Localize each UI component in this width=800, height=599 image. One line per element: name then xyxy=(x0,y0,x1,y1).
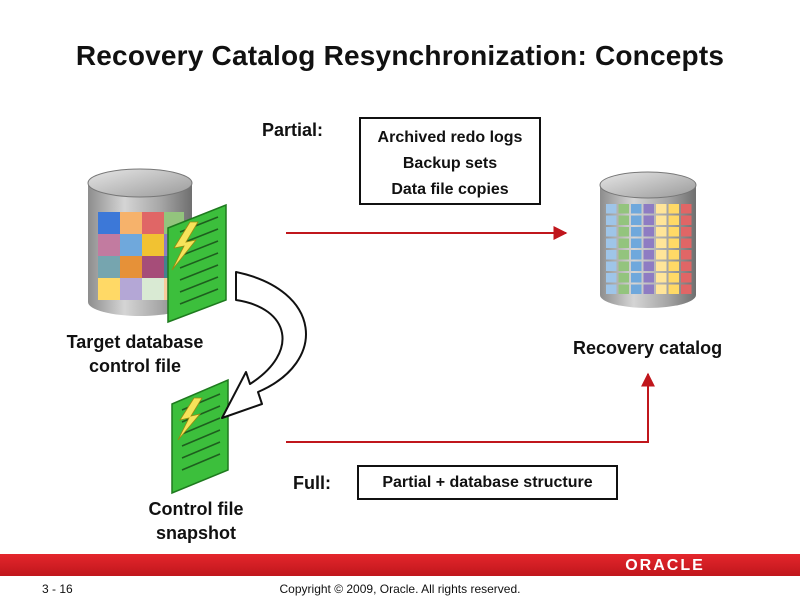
grid-cell xyxy=(681,238,692,248)
grid-cell xyxy=(656,284,667,294)
recovery-catalog-icon xyxy=(599,171,697,308)
grid-cell xyxy=(631,227,642,237)
grid-cell xyxy=(668,215,679,225)
grid-cell xyxy=(681,227,692,237)
grid-cell xyxy=(606,250,617,260)
recovery-catalog-label: Recovery catalog xyxy=(573,338,723,358)
grid-cell xyxy=(643,261,654,271)
full-label: Full: xyxy=(293,473,331,493)
grid-cell xyxy=(631,204,642,214)
partial-items-box: Archived redo logs Backup sets Data file… xyxy=(359,117,541,205)
control-file-document-icon xyxy=(167,203,227,324)
partial-label: Partial: xyxy=(262,120,324,140)
grid-cell xyxy=(618,250,629,260)
grid-cell xyxy=(656,250,667,260)
grid-cell xyxy=(681,273,692,283)
grid-cell xyxy=(681,284,692,294)
grid-cell xyxy=(631,215,642,225)
grid-cell xyxy=(656,215,667,225)
grid-cell xyxy=(606,227,617,237)
grid-cell xyxy=(656,204,667,214)
grid-cell xyxy=(643,250,654,260)
grid-cell xyxy=(606,204,617,214)
grid-cell xyxy=(681,250,692,260)
grid-cell xyxy=(681,215,692,225)
footer-bar xyxy=(0,554,800,576)
grid-cell xyxy=(656,227,667,237)
grid-cell xyxy=(631,250,642,260)
grid-cell xyxy=(643,238,654,248)
grid-cell xyxy=(656,238,667,248)
target-database-label: Target database control file xyxy=(40,330,230,378)
grid-cell xyxy=(618,284,629,294)
page-title: Recovery Catalog Resynchronization: Conc… xyxy=(75,40,725,71)
snapshot-label: Control file snapshot xyxy=(116,497,276,545)
lightning-icon xyxy=(171,221,199,271)
grid-cell xyxy=(668,284,679,294)
partial-item-data-file-copies: Data file copies xyxy=(391,181,509,198)
grid-cell xyxy=(606,215,617,225)
grid-cell xyxy=(618,261,629,271)
grid-cell xyxy=(668,261,679,271)
grid-cell xyxy=(618,273,629,283)
grid-cell xyxy=(606,284,617,294)
grid-cell xyxy=(668,227,679,237)
grid-cell xyxy=(631,238,642,248)
grid-cell xyxy=(606,273,617,283)
grid-cell xyxy=(631,273,642,283)
grid-cell xyxy=(656,273,667,283)
full-box: Partial + database structure xyxy=(357,465,618,500)
grid-cell xyxy=(631,261,642,271)
grid-cell xyxy=(643,273,654,283)
grid-cell xyxy=(668,250,679,260)
grid-cell xyxy=(606,261,617,271)
partial-item-archived-redo-logs: Archived redo logs xyxy=(377,129,523,146)
grid-cell xyxy=(643,284,654,294)
grid-cell xyxy=(681,204,692,214)
grid-cell xyxy=(668,238,679,248)
grid-cell xyxy=(618,238,629,248)
target-label-line2: control file xyxy=(88,356,181,376)
grid-cell xyxy=(643,204,654,214)
copyright-text: Copyright © 2009, Oracle. All rights res… xyxy=(279,582,521,596)
oracle-logo: ORACLE xyxy=(625,557,705,574)
grid-cell xyxy=(618,227,629,237)
grid-cell xyxy=(631,284,642,294)
grid-cell xyxy=(643,215,654,225)
colored-grid-pattern-icon xyxy=(606,204,692,294)
partial-item-backup-sets: Backup sets xyxy=(402,155,498,172)
snapshot-document-icon xyxy=(171,378,229,495)
snapshot-curved-arrow xyxy=(221,271,307,419)
grid-cell xyxy=(606,238,617,248)
lightning-icon xyxy=(177,397,203,441)
grid-cell xyxy=(656,261,667,271)
grid-cell xyxy=(618,215,629,225)
full-resync-arrow xyxy=(286,372,655,443)
grid-cell xyxy=(668,273,679,283)
snapshot-label-line2: snapshot xyxy=(155,523,236,543)
snapshot-label-line1: Control file xyxy=(148,499,244,519)
slide-number: 3 - 16 xyxy=(42,582,73,596)
target-label-line1: Target database xyxy=(66,332,204,352)
grid-cell xyxy=(618,204,629,214)
grid-cell xyxy=(643,227,654,237)
grid-cell xyxy=(668,204,679,214)
grid-cell xyxy=(681,261,692,271)
